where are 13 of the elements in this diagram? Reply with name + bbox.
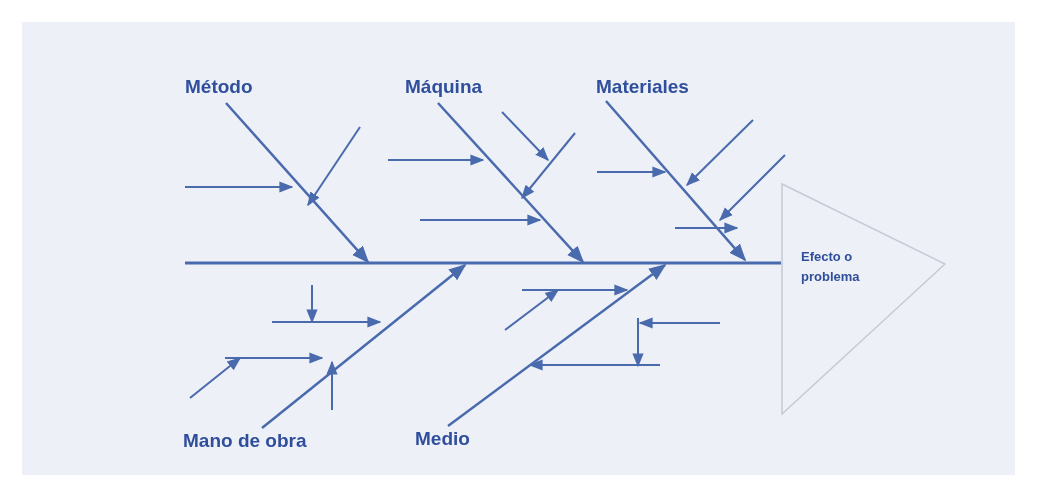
- category-label: Método: [185, 76, 253, 98]
- effect-triangle: [781, 183, 946, 415]
- category-label: Materiales: [596, 76, 689, 98]
- category-label: Medio: [415, 428, 470, 450]
- effect-label: Efecto o problema: [801, 248, 861, 286]
- bone-arrow: [261, 263, 467, 429]
- bone-arrow: [225, 102, 370, 264]
- bone-arrow: [447, 263, 667, 427]
- bone-arrow: [437, 102, 585, 264]
- bone-arrow: [605, 100, 747, 262]
- spine-line: [185, 261, 781, 265]
- category-label: Máquina: [405, 76, 483, 98]
- category-label: Mano de obra: [183, 430, 307, 452]
